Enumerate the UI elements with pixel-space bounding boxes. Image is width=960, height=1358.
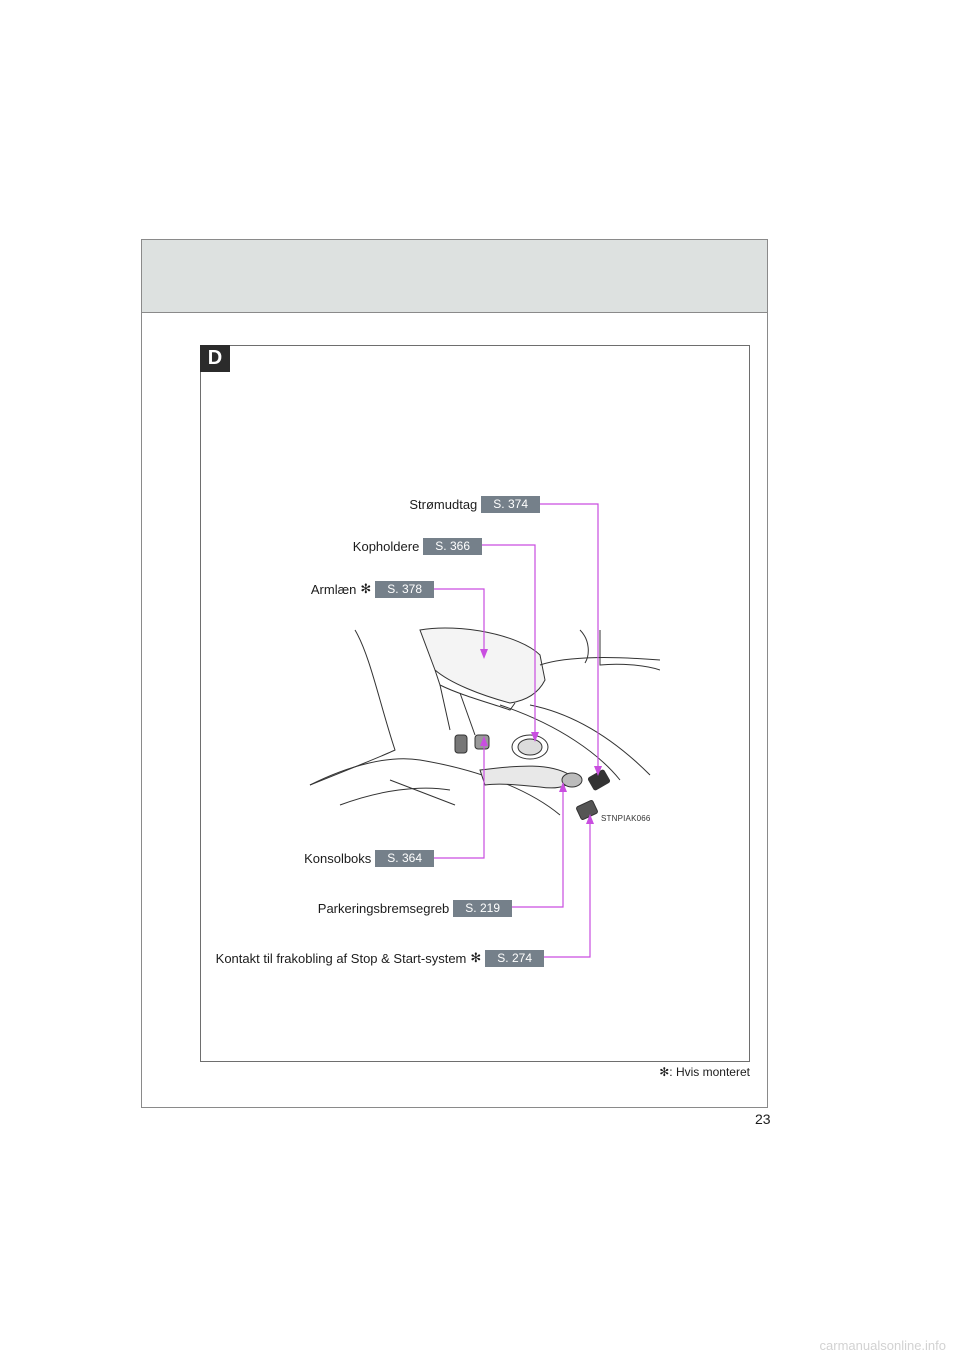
page-ref-badge[interactable]: S. 374 [481, 495, 540, 513]
page-ref-badge[interactable]: S. 378 [375, 580, 434, 598]
center-console-illustration [309, 627, 660, 820]
callout-parkeringsbremsegreb: Parkeringsbremsegreb S. 219 [318, 899, 512, 917]
callout-armlaen: Armlæn ✻ S. 378 [311, 580, 434, 598]
page-ref-badge[interactable]: S. 366 [423, 537, 482, 555]
diagram-box [200, 345, 750, 1062]
illustration-code: STNPIAK066 [601, 814, 651, 823]
page-header-band [141, 239, 768, 313]
footnote-symbol: ✻ [659, 1065, 670, 1079]
callout-stromudtag: Strømudtag S. 374 [409, 495, 540, 513]
callout-konsolboks: Konsolboks S. 364 [304, 849, 434, 867]
page-ref-badge[interactable]: S. 219 [453, 899, 512, 917]
callout-stop-start-switch: Kontakt til frakobling af Stop & Start-s… [216, 949, 544, 967]
callout-label: Strømudtag [409, 496, 478, 512]
footnote: ✻: Hvis monteret [659, 1065, 750, 1079]
stop-start-switch [576, 800, 598, 820]
armrest-shape [419, 627, 546, 704]
callout-label: Parkeringsbremsegreb [317, 900, 450, 916]
asterisk-mark: ✻ [360, 581, 372, 596]
seat-outline [309, 629, 396, 786]
callout-kopholdere: Kopholdere S. 366 [353, 537, 482, 555]
callout-label: Armlæn [310, 581, 357, 597]
asterisk-mark: ✻ [470, 950, 482, 965]
footnote-text: : Hvis monteret [669, 1065, 750, 1079]
power-outlet [587, 769, 611, 791]
callout-label: Kopholdere [352, 538, 420, 554]
section-badge: D [200, 345, 230, 372]
watermark: carmanualsonline.info [819, 1338, 946, 1353]
callout-label: Konsolboks [304, 850, 372, 866]
page-ref-badge[interactable]: S. 364 [375, 849, 434, 867]
page-number: 23 [755, 1111, 771, 1127]
page-ref-badge[interactable]: S. 274 [485, 949, 544, 967]
callout-label: Kontakt til frakobling af Stop & Start-s… [215, 950, 467, 966]
console-box-button [454, 734, 468, 754]
parking-brake-lever [479, 765, 572, 789]
